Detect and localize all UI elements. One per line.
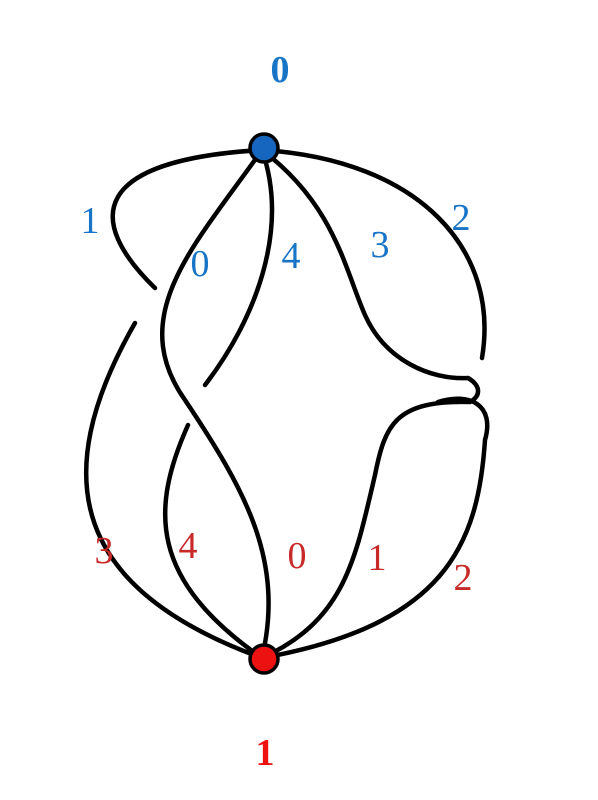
bottom-edge-label: 1 (368, 537, 387, 579)
edge-1-to-3-upper (110, 147, 265, 291)
vertex-label-top: 0 (271, 49, 290, 91)
edge-4-to-4-lower (163, 422, 265, 661)
bottom-edge-label: 3 (95, 530, 114, 572)
vertex-label-bottom: 1 (256, 732, 275, 774)
top-edge-label: 2 (452, 197, 471, 239)
vertex-bottom (248, 643, 280, 675)
top-edge-labels: 1 0 4 3 2 (81, 197, 471, 285)
edge-4-to-4-upper (202, 147, 275, 388)
bottom-edge-label: 0 (288, 535, 307, 577)
top-edge-label: 3 (371, 224, 390, 266)
edge-3-to-1 (259, 147, 481, 661)
edge-1-to-3-lower (83, 320, 265, 661)
edge-curves (83, 147, 490, 661)
top-edge-label: 1 (81, 200, 100, 242)
edge-2-to-2-lower (259, 396, 490, 661)
edge-2-to-2-upper (259, 147, 487, 361)
edge-0-to-0 (159, 147, 271, 661)
top-edge-label: 0 (191, 243, 210, 285)
bottom-edge-labels: 3 4 0 1 2 (95, 525, 473, 599)
bottom-edge-label: 2 (454, 557, 473, 599)
vertex-top (248, 132, 280, 164)
top-edge-label: 4 (282, 235, 301, 277)
bottom-edge-label: 4 (179, 525, 198, 567)
